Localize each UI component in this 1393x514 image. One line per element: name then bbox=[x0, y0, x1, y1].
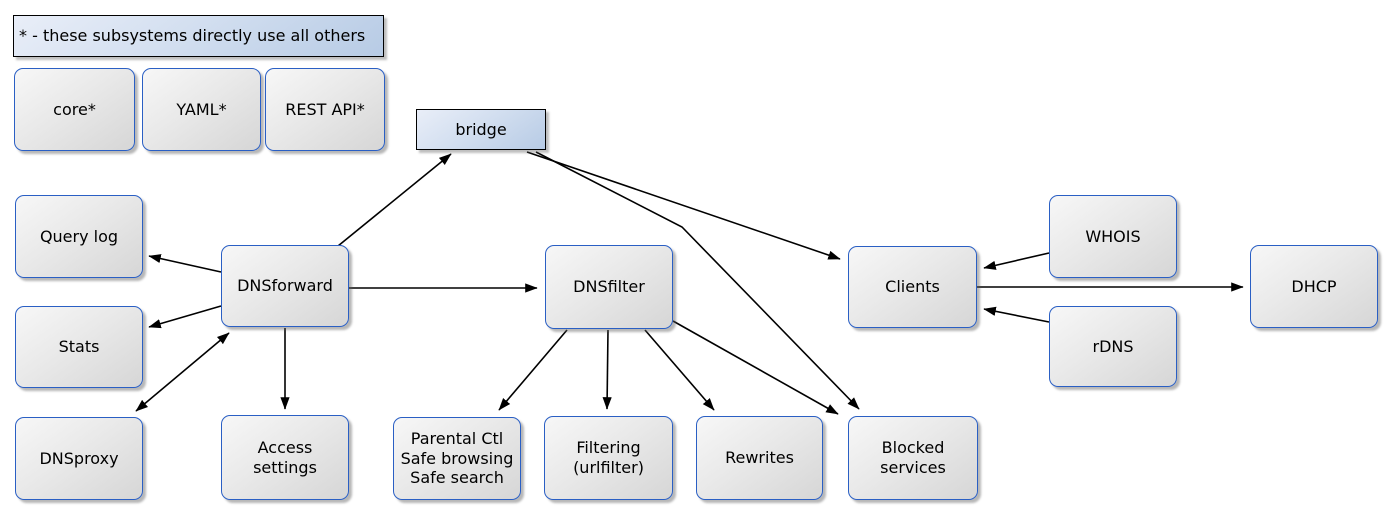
edge-bridge-to-blocked-services bbox=[535, 151, 860, 410]
node-parental-label: Parental Ctl Safe browsing Safe search bbox=[400, 429, 514, 488]
node-yaml: YAML* bbox=[142, 68, 261, 151]
node-rdns: rDNS bbox=[1049, 306, 1177, 387]
edge-dnsforward-to-stats bbox=[148, 305, 222, 329]
edge-bridge-to-clients bbox=[526, 151, 841, 260]
node-dnsfilter-label: DNSfilter bbox=[573, 277, 645, 297]
edge-dnsfilter-to-rewrites bbox=[644, 329, 715, 411]
legend-note-box: * - these subsystems directly use all ot… bbox=[13, 15, 384, 57]
edge-dnsfilter-to-filtering bbox=[602, 329, 612, 410]
node-clients: Clients bbox=[848, 246, 977, 328]
edge-dnsproxy-dnsforward-bidirectional bbox=[135, 332, 230, 412]
node-parental-safebrowsing-safesearch: Parental Ctl Safe browsing Safe search bbox=[393, 417, 521, 500]
node-stats-label: Stats bbox=[58, 337, 100, 357]
node-clients-label: Clients bbox=[885, 277, 940, 297]
node-dnsproxy: DNSproxy bbox=[15, 417, 143, 500]
node-blocked-services-label: Blocked services bbox=[880, 438, 946, 477]
edge-dnsforward-to-bridge bbox=[337, 153, 452, 247]
edge-dnsfilter-to-blocked-services bbox=[672, 320, 839, 415]
node-dhcp-label: DHCP bbox=[1291, 276, 1337, 296]
node-core-label: core* bbox=[53, 99, 96, 119]
node-rdns-label: rDNS bbox=[1092, 336, 1134, 356]
node-blocked-services: Blocked services bbox=[848, 416, 978, 500]
node-dnsforward: DNSforward bbox=[221, 245, 349, 327]
node-dnsproxy-label: DNSproxy bbox=[39, 448, 119, 468]
node-filtering-label: Filtering (urlfilter) bbox=[573, 438, 644, 477]
node-dnsforward-label: DNSforward bbox=[237, 276, 333, 296]
node-query-log-label: Query log bbox=[39, 226, 119, 246]
node-whois-label: WHOIS bbox=[1085, 226, 1141, 246]
edge-rdns-to-clients bbox=[983, 306, 1050, 323]
node-filtering-urlfilter: Filtering (urlfilter) bbox=[544, 416, 673, 500]
edge-dnsforward-to-querylog bbox=[148, 254, 222, 273]
node-stats: Stats bbox=[15, 306, 143, 388]
node-dhcp: DHCP bbox=[1250, 245, 1378, 328]
node-query-log: Query log bbox=[15, 195, 143, 278]
legend-note-text: * - these subsystems directly use all ot… bbox=[19, 26, 366, 46]
node-bridge-label: bridge bbox=[455, 119, 507, 139]
node-rest-api-label: REST API* bbox=[285, 99, 365, 119]
node-rewrites-label: Rewrites bbox=[725, 448, 794, 468]
edge-dnsfilter-to-parental bbox=[498, 329, 568, 411]
node-bridge: bridge bbox=[416, 109, 546, 150]
node-core: core* bbox=[14, 68, 135, 151]
node-rewrites: Rewrites bbox=[696, 416, 823, 500]
node-rest-api: REST API* bbox=[265, 68, 385, 151]
node-yaml-label: YAML* bbox=[176, 99, 227, 119]
node-access-settings-label: Access settings bbox=[253, 437, 317, 477]
edge-whois-to-clients bbox=[983, 252, 1050, 270]
node-access-settings: Access settings bbox=[221, 415, 349, 500]
node-whois: WHOIS bbox=[1049, 195, 1177, 278]
node-dnsfilter: DNSfilter bbox=[545, 245, 673, 329]
